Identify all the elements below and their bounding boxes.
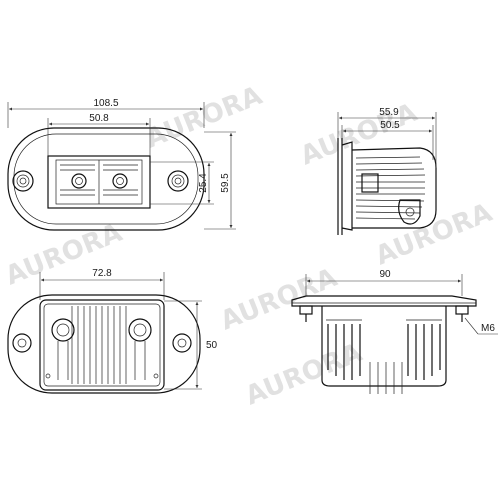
side-body [351,147,437,229]
side-connector [361,173,379,193]
lens-frame [47,155,151,209]
led-left [71,173,87,189]
bottom-body [321,306,447,387]
bolt-right-nut [455,305,469,315]
side-fins [355,156,426,220]
watermark: AURORA [296,98,421,172]
dim-depth-body: 50.5 [380,120,400,131]
dim-overall-height: 59.5 [220,173,231,193]
bottom-pins [369,362,403,394]
bolt-left-nut [299,305,313,315]
dim-bolt-spacing: 90 [379,269,391,280]
side-view: 55.9 50.5 [337,107,437,235]
dim-lens-height: 25.4 [198,173,209,193]
watermark: AURORA [1,218,126,292]
dim-lens-width: 50.8 [89,113,109,124]
rear-body [39,299,165,391]
mount-hole-left [12,170,34,192]
front-view: 108.5 50.8 25.4 59.5 [7,98,236,231]
dim-depth-total: 55.9 [379,107,399,118]
rear-housing-outline [7,294,201,394]
lens-ribs [60,164,138,196]
dim-overall-width: 108.5 [93,98,118,109]
mount-hole-right [167,170,189,192]
watermark: AURORA [241,338,366,412]
rear-cable-gland-left [51,318,75,342]
watermark: AURORA [216,263,341,337]
bottom-view: 90 M6 [291,269,498,394]
thread-callout: M6 [481,323,495,334]
front-housing-inner [13,133,199,225]
front-housing-outline [7,127,205,231]
dim-body-width: 72.8 [92,268,112,279]
bottom-fins [327,324,441,380]
led-right [112,173,128,189]
dim-height: 50 [206,340,218,351]
watermark: AURORA [371,198,496,272]
rear-mount-hole-left [12,333,32,353]
rear-fins [71,306,127,384]
rear-mount-hole-right [172,333,192,353]
side-bracket [398,199,421,225]
watermarks: AURORA AURORA AURORA AURORA AURORA AUROR… [1,81,496,412]
rear-cable-gland-right [128,318,152,342]
rear-view: 72.8 50 [7,268,218,394]
